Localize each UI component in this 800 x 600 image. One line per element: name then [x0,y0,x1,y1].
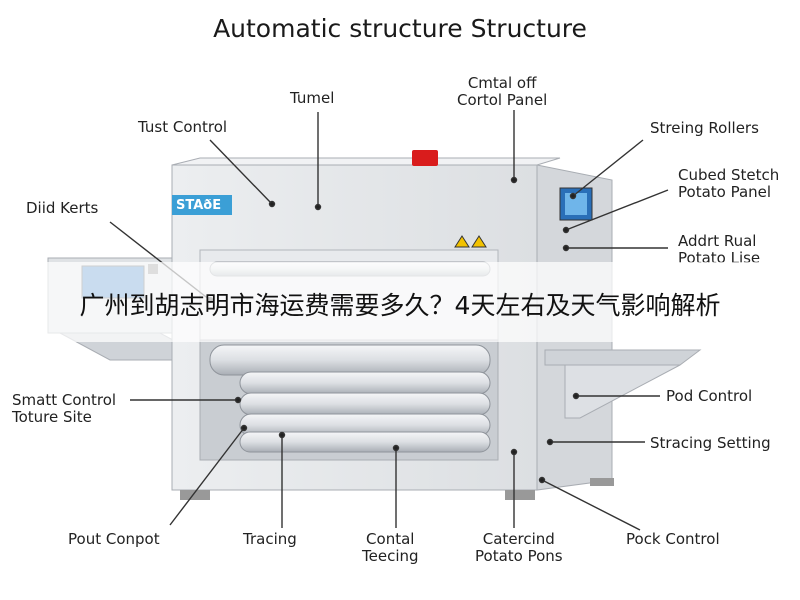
roller-2 [239,371,491,395]
diagram-title: Automatic structure Structure [213,14,587,43]
label-did-kerts: Diid Kerts [26,199,99,217]
roller-3 [239,392,491,416]
brand-badge-bg [172,195,232,215]
label-pod-control: Pod Control [666,387,753,405]
label-stracing-setting: Stracing Setting [650,434,771,452]
roller-5 [239,431,491,453]
overlay-banner [0,262,800,342]
label-pock-control: Pock Control [626,530,720,548]
label-catercind: Catercind Potato Pons [475,530,563,565]
label-tracing: Tracing [243,530,297,548]
badge-text: STAðE [176,198,222,213]
overlay-banner-text: 广州到胡志明市海运费需要多久？4天左右及天气影响解析 [79,291,721,320]
right-shelf [544,349,702,366]
label-streing-rollers: Streing Rollers [650,119,759,137]
beacon-light [412,150,438,166]
label-tust-control: Tust Control [138,118,228,136]
label-smart-control: Smatt Control Toture Site [12,391,117,426]
label-tumel: Tumel [290,89,335,107]
label-pout-conpot: Pout Conpot [68,530,160,548]
label-contal-teecing: Contal Teecing [362,530,419,565]
label-cubed-stretch: Cubed Stetch Potato Panel [678,166,780,201]
roller-1 [209,344,491,376]
label-central-panel: Cmtal off Cortol Panel [457,74,548,109]
